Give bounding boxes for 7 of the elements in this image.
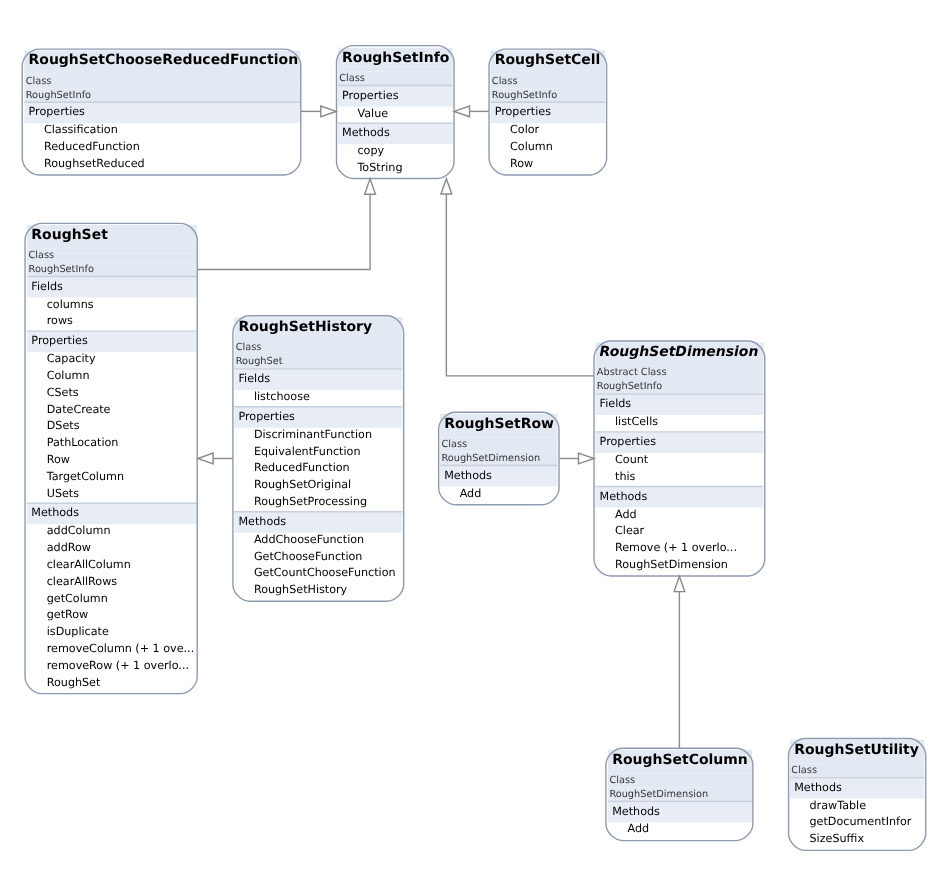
arrow <box>558 452 596 465</box>
arrow <box>452 105 490 118</box>
arrow <box>196 176 377 271</box>
arrow <box>440 176 595 377</box>
arrow <box>673 574 686 749</box>
arrow <box>300 105 339 118</box>
arrow <box>195 452 234 465</box>
